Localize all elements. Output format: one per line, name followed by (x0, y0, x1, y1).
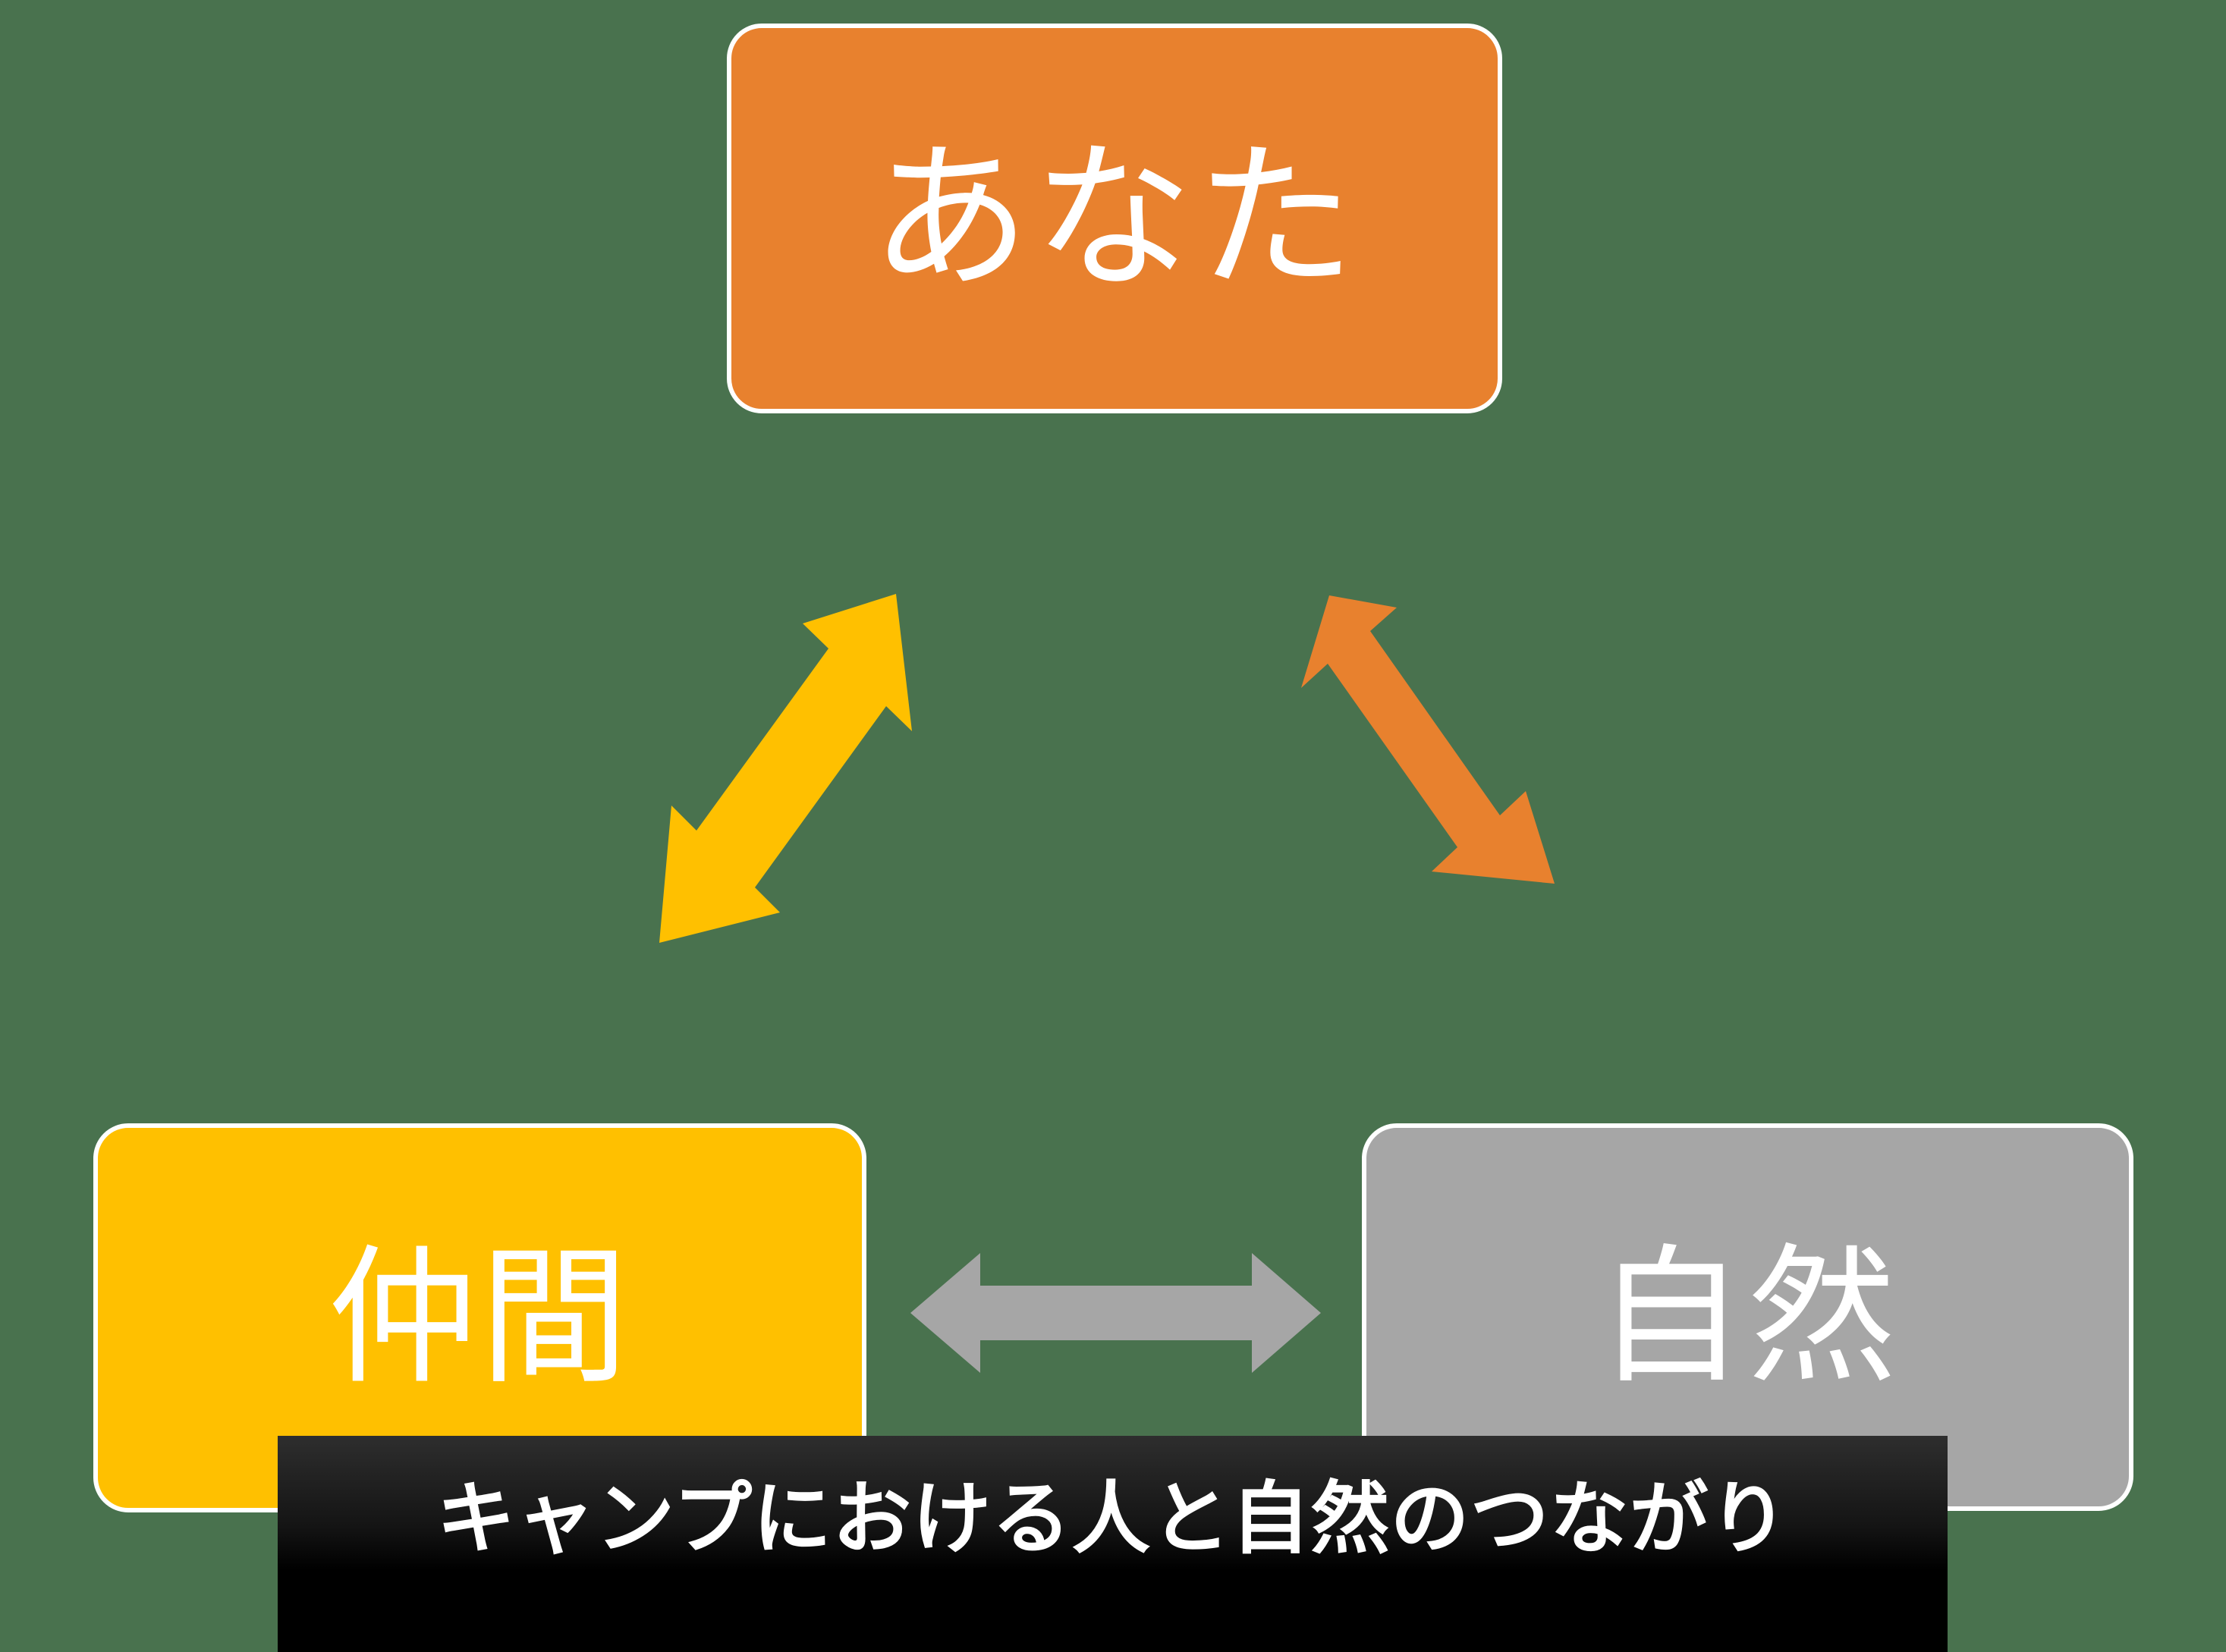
double-arrow-you-nature-icon[interactable] (1301, 595, 1555, 884)
node-nature-label: 自然 (1596, 1233, 1900, 1400)
node-you[interactable]: あなた (727, 24, 1502, 413)
double-arrow-companions-nature-icon[interactable] (910, 1253, 1321, 1373)
node-you-label: あなた (870, 129, 1359, 307)
node-companions-label: 仲間 (328, 1234, 632, 1401)
double-arrow-you-companions-icon[interactable] (659, 594, 912, 943)
caption-bar: キャンプにおける人と自然のつながり (278, 1436, 1948, 1652)
caption-text: キャンプにおける人と自然のつながり (436, 1475, 1789, 1563)
